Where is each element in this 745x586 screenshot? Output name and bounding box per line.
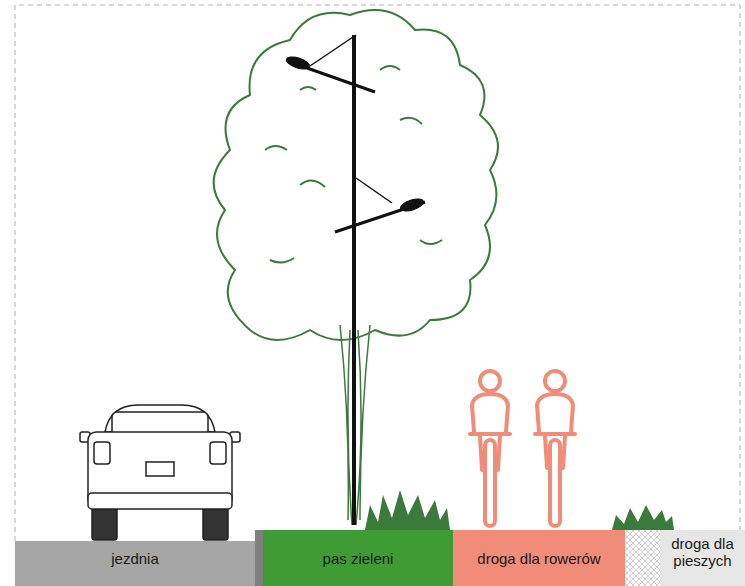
roadway-band: jezdnia <box>15 541 255 586</box>
cyclists <box>470 371 575 526</box>
car-taillight <box>210 442 226 464</box>
lamp-head <box>399 197 425 214</box>
car-bumper <box>88 493 232 509</box>
bicycle-wheel <box>550 440 560 526</box>
tree <box>214 10 498 525</box>
cyclist-body <box>537 394 573 432</box>
curb <box>255 530 263 586</box>
car-wheel <box>92 505 117 540</box>
car-taillight <box>94 442 110 464</box>
hatch-strip <box>625 530 660 586</box>
car-wheel <box>203 505 228 540</box>
cyclist <box>535 371 575 526</box>
license-plate <box>146 462 174 476</box>
lamp-head <box>285 55 311 72</box>
cyclist-head <box>480 371 500 391</box>
band-label: pas zieleni <box>323 550 394 567</box>
band-label: droga dla pieszych <box>664 535 741 570</box>
bush <box>612 505 674 530</box>
green-strip-band: pas zieleni <box>263 530 453 586</box>
bike-path-band: droga dla rowerów <box>453 530 625 586</box>
handlebar <box>535 432 575 436</box>
cyclist <box>470 371 510 526</box>
cyclist-legs <box>545 436 565 468</box>
lamp-pole <box>352 35 356 525</box>
street-lamp <box>285 35 425 525</box>
car <box>80 405 240 540</box>
bushes <box>365 490 674 530</box>
lamp-cable <box>356 178 392 203</box>
band-label: jezdnia <box>111 550 159 567</box>
handlebar <box>470 432 510 436</box>
cyclist-legs <box>480 436 500 470</box>
sidewalk-band: droga dla pieszych <box>660 530 745 586</box>
bush <box>365 490 450 530</box>
band-label: droga dla rowerów <box>477 550 600 567</box>
hatch-ground <box>625 530 660 586</box>
cyclist-body <box>472 394 508 432</box>
lamp-cable <box>310 35 356 66</box>
cyclist-head <box>545 371 565 391</box>
frame <box>15 5 740 541</box>
bicycle-wheel <box>485 440 495 526</box>
